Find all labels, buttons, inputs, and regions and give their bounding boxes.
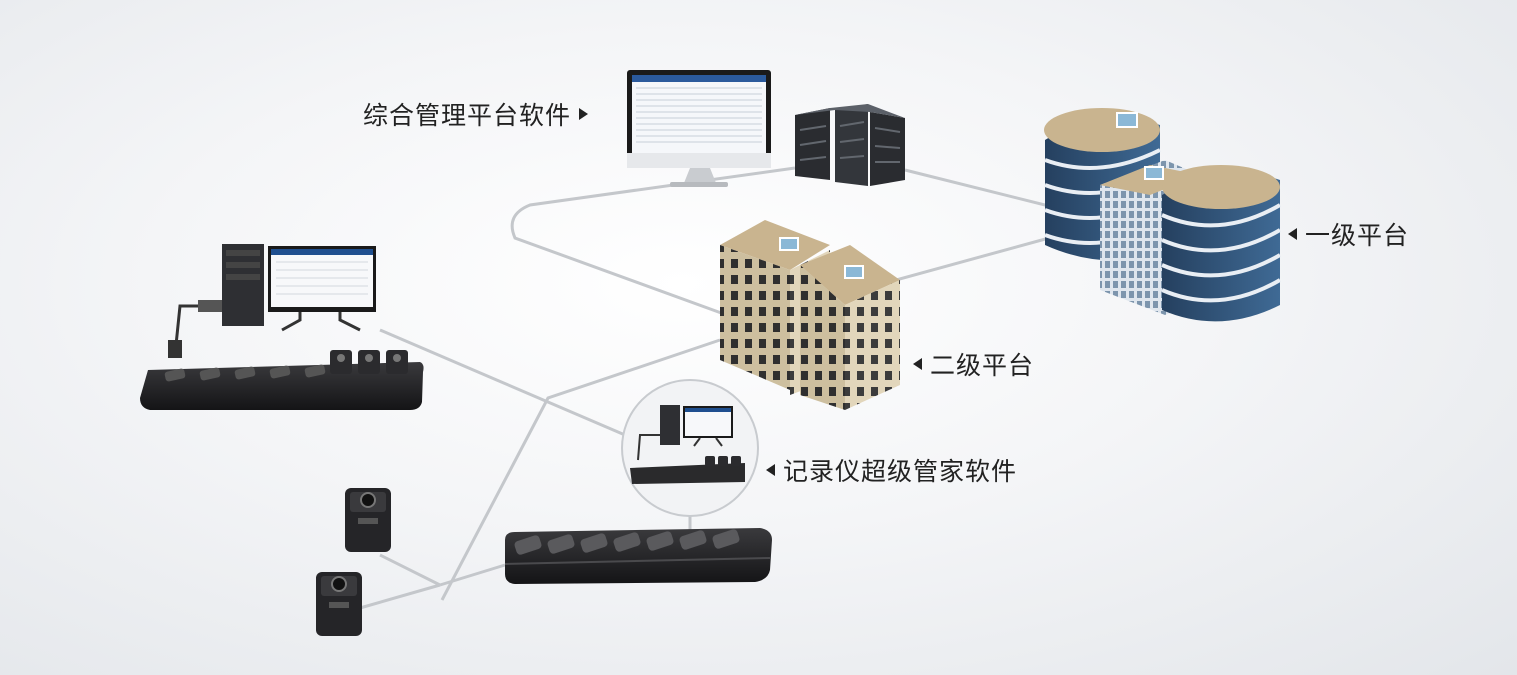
arrow-left-icon	[766, 464, 775, 476]
docking-station-icon	[504, 528, 772, 584]
server-rack-icon	[795, 104, 905, 186]
recorder-software-label: 记录仪超级管家软件	[766, 452, 1017, 488]
arrow-left-icon	[1288, 228, 1297, 240]
level1-platform-label: 一级平台	[1288, 216, 1409, 252]
management-software-label: 综合管理平台软件	[363, 96, 589, 132]
level2-platform-label: 二级平台	[913, 346, 1034, 382]
body-camera-icon	[345, 488, 391, 552]
desktop-pc-icon	[168, 244, 376, 358]
docking-station-icon	[140, 350, 424, 410]
arrow-right-icon	[579, 108, 589, 120]
apartment-building-icon	[720, 220, 900, 410]
office-tower-icon	[1044, 108, 1282, 322]
monitor-icon	[627, 70, 771, 187]
recorder-software-inset	[621, 379, 759, 517]
connection-lines	[359, 166, 1066, 610]
arrow-left-icon	[913, 358, 922, 370]
body-camera-icon	[316, 572, 362, 636]
